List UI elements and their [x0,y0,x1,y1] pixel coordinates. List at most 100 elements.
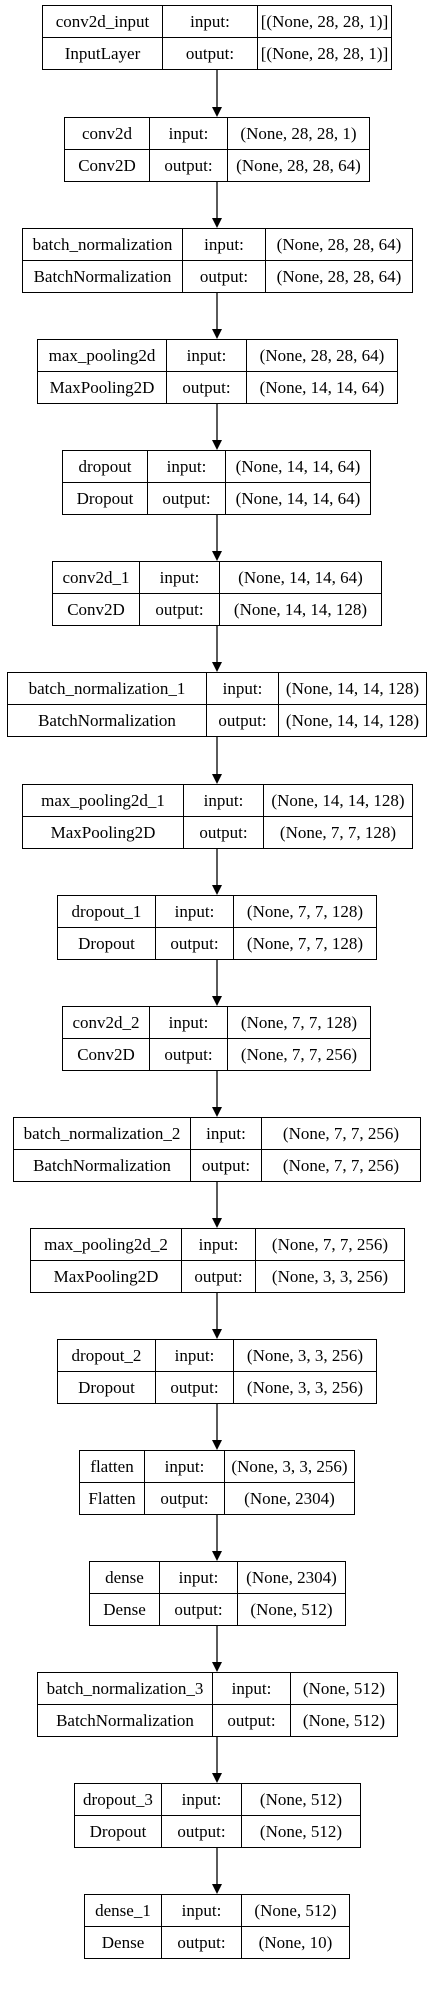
arrow-head-icon [212,885,222,895]
layer-name: max_pooling2d_1 [23,785,184,816]
input-label: input: [213,1673,291,1704]
output-label: output: [156,1371,234,1403]
input-shape: (None, 512) [259,1789,343,1809]
output-shape: (None, 10) [258,1932,333,1952]
output-shape: (None, 14, 14, 64) [259,377,385,397]
arrow-head-icon [212,774,222,784]
output-shape: (None, 512) [302,1710,386,1730]
output-shape: (None, 14, 14, 128) [285,710,420,730]
layer-type: BatchNormalization [14,1149,191,1181]
output-shape: (None, 3, 3, 256) [246,1377,364,1397]
output-label: output: [163,37,258,69]
layer-type: BatchNormalization [38,1704,213,1736]
layer-name: conv2d_input [43,6,163,37]
output-label: output: [167,371,247,403]
arrow-head-icon [212,329,222,339]
layer-type: BatchNormalization [23,260,183,292]
layer-name: conv2d [65,118,150,149]
output-shape: (None, 7, 7, 128) [279,822,397,842]
input-label: input: [183,229,266,260]
layer-type: Dropout [63,482,148,514]
layer-name: max_pooling2d [38,340,167,371]
arrow-head-icon [212,1329,222,1339]
output-label: output: [148,482,226,514]
input-shape: (None, 7, 7, 256) [282,1123,400,1143]
output-label: output: [162,1926,242,1958]
input-label: input: [156,1340,234,1371]
output-shape: (None, 28, 28, 64) [276,266,402,286]
arrow-head-icon [212,996,222,1006]
input-shape: (None, 7, 7, 128) [240,1012,358,1032]
output-shape: (None, 7, 7, 256) [282,1155,400,1175]
layer-name: batch_normalization [23,229,183,260]
input-label: input: [160,1562,238,1593]
layer-type: MaxPooling2D [23,816,184,848]
arrow-head-icon [212,1773,222,1783]
output-shape: (None, 2304) [244,1488,335,1508]
output-label: output: [156,927,234,959]
output-shape: (None, 7, 7, 128) [246,933,364,953]
output-label: output: [183,260,266,292]
layer-type: Flatten [80,1482,145,1514]
input-label: input: [148,451,226,482]
layer-name: dropout_2 [58,1340,156,1371]
input-shape: (None, 7, 7, 256) [271,1234,389,1254]
arrow-head-icon [212,551,222,561]
arrow-head-icon [212,1440,222,1450]
input-label: input: [167,340,247,371]
input-label: input: [207,673,279,704]
layer-type: Conv2D [53,593,140,625]
output-label: output: [191,1149,262,1181]
input-shape: (None, 28, 28, 1) [240,123,357,143]
input-shape: (None, 2304) [246,1567,337,1587]
input-shape: [(None, 28, 28, 1)] [260,11,389,31]
layer-name: dropout_3 [75,1784,162,1815]
arrow-head-icon [212,1551,222,1561]
input-shape: (None, 28, 28, 64) [276,234,402,254]
layer-type: Dropout [75,1815,162,1847]
input-label: input: [162,1784,242,1815]
input-shape: (None, 14, 14, 64) [238,567,363,587]
layer-type: Dense [85,1926,162,1958]
output-shape: (None, 512) [250,1599,333,1619]
input-shape: (None, 3, 3, 256) [231,1456,348,1476]
layer-type: Conv2D [65,149,150,181]
arrow-head-icon [212,1662,222,1672]
input-label: input: [182,1229,256,1260]
output-label: output: [140,593,220,625]
input-shape: (None, 512) [302,1678,386,1698]
input-shape: (None, 28, 28, 64) [259,345,385,365]
arrow-head-icon [212,662,222,672]
layer-name: batch_normalization_3 [38,1673,213,1704]
output-label: output: [207,704,279,736]
input-shape: (None, 14, 14, 128) [285,678,420,698]
output-shape: (None, 3, 3, 256) [271,1266,389,1286]
input-label: input: [184,785,264,816]
